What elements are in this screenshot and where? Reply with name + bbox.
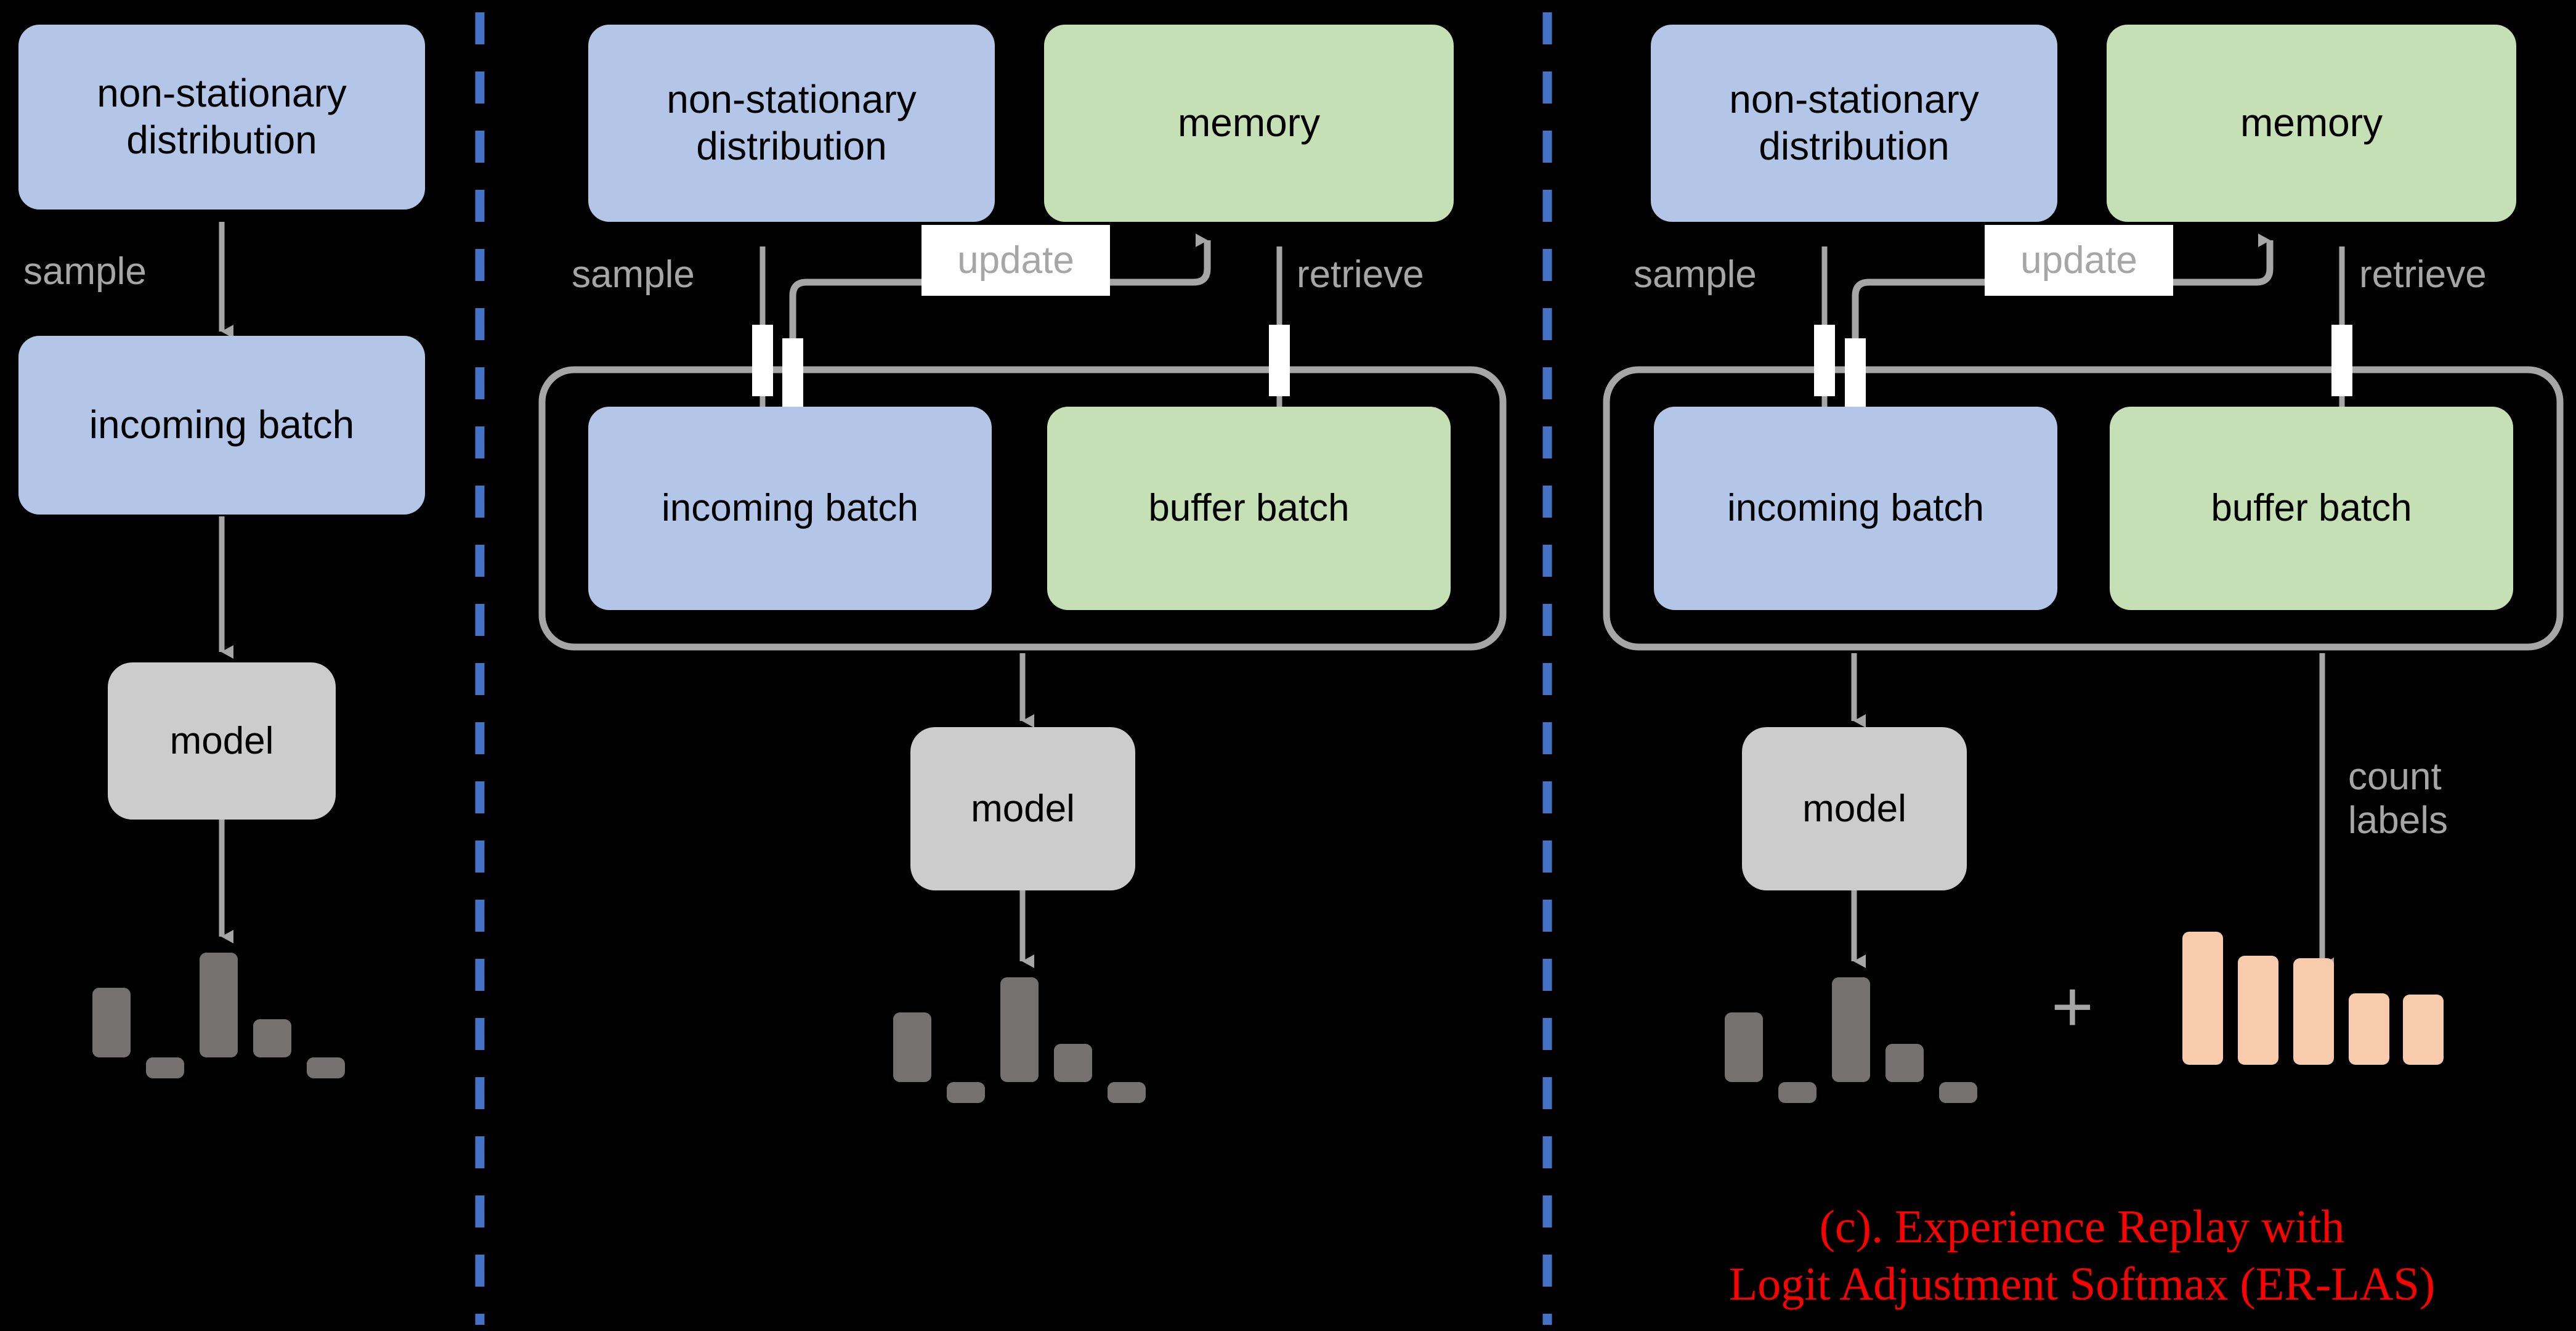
panel-b-memory-box[interactable]: memory [1044, 25, 1454, 222]
bar-2 [2238, 956, 2278, 1065]
bar-2 [947, 1082, 985, 1103]
panel-b-buffer-batch-box[interactable]: buffer batch [1047, 407, 1451, 610]
panel-a-source-label: non-stationary distribution [97, 71, 347, 162]
panel-c-plus-sign: + [2051, 966, 2094, 1048]
panel-c-retrieve-label: retrieve [2359, 253, 2487, 296]
bar-1 [1725, 1012, 1763, 1082]
panel-c-source-box[interactable]: non-stationary distribution [1651, 25, 2057, 222]
arrow-border-gap-retrieve-c [2331, 325, 2352, 396]
panel-c-model-label: model [1802, 787, 1906, 830]
panel-c-output-histogram [1719, 937, 2002, 1121]
bar-5 [307, 1057, 345, 1078]
bar-5 [1939, 1082, 1977, 1103]
panel-b-source-box[interactable]: non-stationary distribution [588, 25, 995, 222]
bar-3 [1000, 977, 1039, 1082]
bar-4 [1054, 1044, 1092, 1082]
panel-a-model-label: model [169, 719, 274, 762]
panel-c-model-box[interactable]: model [1742, 727, 1967, 890]
panel-b-retrieve-label: retrieve [1297, 253, 1424, 296]
training-group-outline-b [538, 366, 1507, 651]
panel-a-model-box[interactable]: model [108, 662, 336, 820]
arrow-border-gap-sample-c [1814, 325, 1835, 396]
panel-a-output-histogram [86, 912, 370, 1097]
panel-c-count-labels-label: count labels [2348, 755, 2448, 842]
panel-c-count-labels-histogram [2176, 912, 2466, 1097]
arrow-border-gap-sample-b [752, 325, 773, 396]
panel-a-sample-label: sample [23, 250, 147, 293]
panel-b-source-label: non-stationary distribution [666, 77, 917, 168]
panel-b-sample-label: sample [572, 253, 695, 296]
bar-4 [1885, 1044, 1924, 1082]
training-group-outline-c [1603, 366, 2564, 651]
panel-b-memory-label: memory [1177, 100, 1321, 145]
panel-a-batch-box[interactable]: incoming batch [18, 336, 425, 515]
panel-c-update-label[interactable]: update [1985, 225, 2173, 296]
bar-4 [2349, 993, 2389, 1065]
arrow-border-gap-retrieve-b [1269, 325, 1290, 396]
bar-4 [253, 1019, 291, 1057]
bar-3 [2293, 958, 2334, 1065]
panel-c-memory-box[interactable]: memory [2107, 25, 2516, 222]
bar-3 [200, 953, 238, 1057]
bar-1 [2182, 932, 2223, 1065]
panel-b-incoming-batch-label: incoming batch [661, 487, 919, 530]
bar-5 [2403, 995, 2444, 1065]
panel-b-update-label[interactable]: update [921, 225, 1110, 296]
panel-c-sample-label: sample [1634, 253, 1757, 296]
panel-c-caption: (c). Experience Replay with Logit Adjust… [1728, 1201, 2436, 1310]
panel-c-incoming-batch-label: incoming batch [1727, 487, 1985, 530]
bar-5 [1108, 1082, 1146, 1103]
panel-b-output-histogram [887, 937, 1170, 1121]
arrow-border-gap-update-c [1845, 338, 1866, 410]
panel-c-incoming-batch-box[interactable]: incoming batch [1654, 407, 2057, 610]
bar-2 [1778, 1082, 1817, 1103]
panel-c-buffer-batch-box[interactable]: buffer batch [2110, 407, 2513, 610]
panel-b-model-box[interactable]: model [910, 727, 1135, 890]
bar-3 [1832, 977, 1870, 1082]
bar-1 [92, 988, 131, 1057]
panel-c-source-label: non-stationary distribution [1729, 77, 1979, 168]
bar-2 [146, 1057, 184, 1078]
panel-b-incoming-batch-box[interactable]: incoming batch [588, 407, 992, 610]
panel-a-source-box[interactable]: non-stationary distribution [18, 25, 425, 210]
panel-a-batch-label: incoming batch [89, 402, 355, 447]
arrow-border-gap-update-b [782, 338, 803, 410]
panel-c-memory-label: memory [2240, 100, 2383, 145]
panel-b-buffer-batch-label: buffer batch [1148, 487, 1350, 530]
panel-c-buffer-batch-label: buffer batch [2211, 487, 2412, 530]
bar-1 [893, 1012, 931, 1082]
panel-b-model-label: model [971, 787, 1075, 830]
